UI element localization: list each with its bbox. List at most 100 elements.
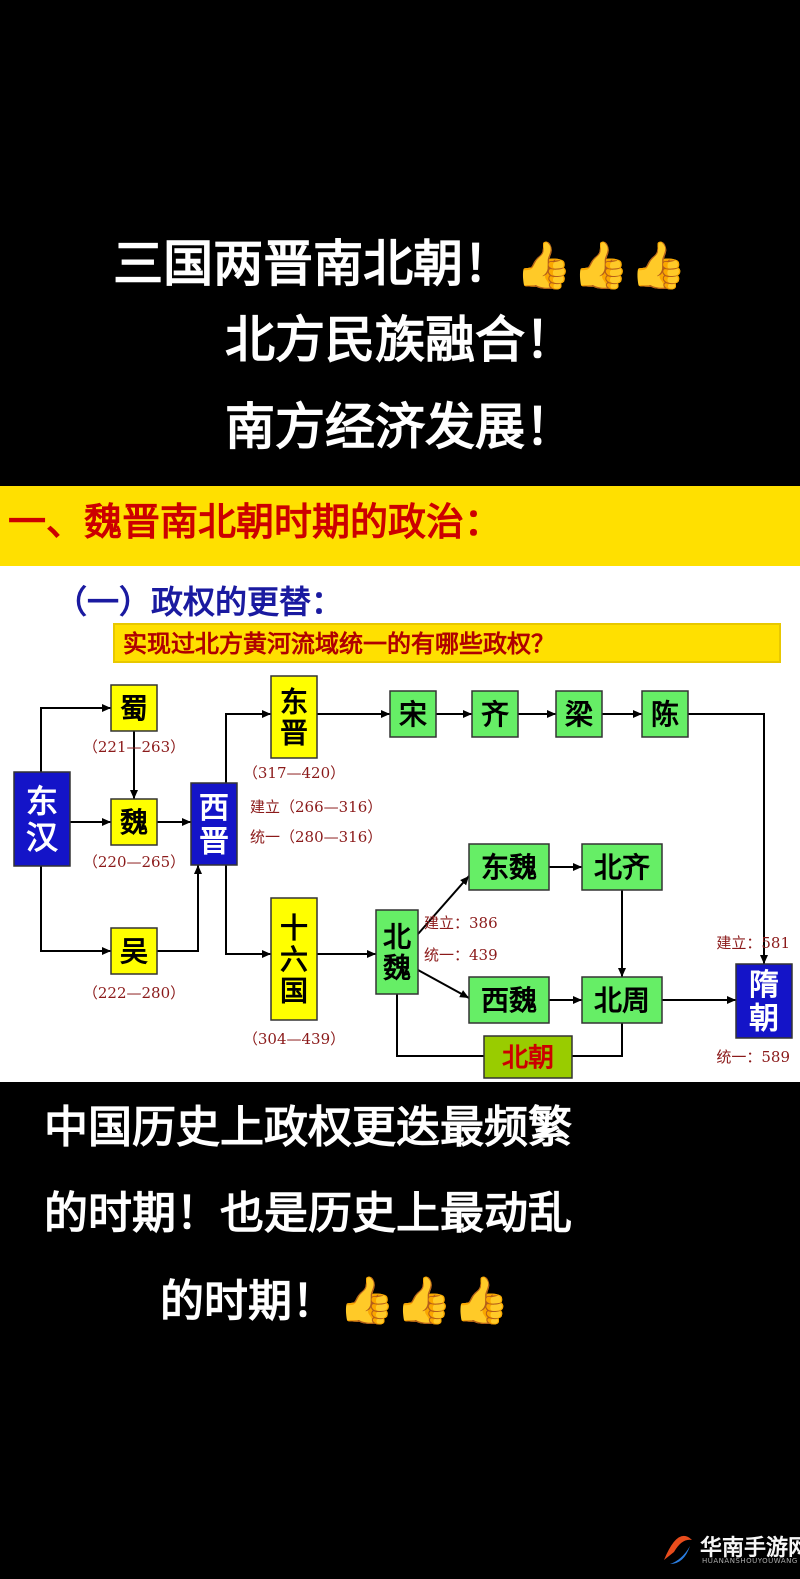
- node-song-box: [389, 690, 437, 738]
- node-liang-box: [555, 690, 603, 738]
- node-xijin-box: [190, 782, 238, 866]
- bottom-line-1: 中国历史上政权更迭最频繁: [44, 1102, 572, 1153]
- watermark-name: 华南手游网: [700, 1536, 800, 1561]
- section-band: 一、魏晋南北朝时期的政治：: [0, 486, 800, 566]
- watermark-url: HUANANSHOUYOUWANG: [702, 1557, 798, 1565]
- date-shiliuguo: （304—439）: [243, 1030, 345, 1048]
- node-dongwei: 东魏: [468, 843, 550, 891]
- headline-line-1: 三国两晋南北朝！👍👍👍: [0, 234, 800, 295]
- node-shu: 蜀: [110, 684, 158, 732]
- bottom-line-3: 的时期！👍👍👍: [0, 1268, 800, 1334]
- date-wu: （222—280）: [83, 984, 185, 1002]
- node-dongjin-char: 晋: [280, 717, 308, 750]
- node-donghan-char: 东: [26, 783, 58, 821]
- node-sui-char: 朝: [749, 1002, 779, 1037]
- date-beiwei-found: 建立：386: [424, 914, 498, 932]
- date-xijin-unify: 统一（280—316）: [250, 828, 382, 846]
- node-beizhou-box: [581, 976, 663, 1024]
- node-sui-char: 隋: [749, 968, 779, 1003]
- connector-donghan-to-shu: [40, 704, 111, 772]
- date-xijin-found: 建立（266—316）: [250, 798, 382, 816]
- bottom-text-3: 的时期！: [160, 1276, 336, 1327]
- watermark-logo-icon: [664, 1535, 692, 1564]
- connector-beiwei-to-xiwei: [417, 969, 470, 999]
- node-shiliuguo-char: 国: [280, 974, 308, 1007]
- date-beiwei-unify: 统一：439: [424, 946, 498, 964]
- node-shiliuguo-char: 十: [280, 912, 308, 945]
- section-heading: 一、魏晋南北朝时期的政治：: [8, 500, 503, 544]
- node-chen-box: [641, 690, 689, 738]
- connector-xijin-to-shiliuguo: [225, 865, 271, 958]
- node-beizhou: 北周: [581, 976, 663, 1024]
- node-shu-box: [110, 684, 158, 732]
- node-chen-label: 陈: [651, 698, 679, 731]
- node-shiliuguo-box: [270, 897, 318, 1021]
- headline-line-2: 北方民族融合！: [225, 311, 575, 369]
- sub-heading: （一）政权的更替：: [55, 583, 344, 621]
- node-xiwei-label: 西魏: [481, 984, 537, 1017]
- node-xiwei: 西魏: [468, 976, 550, 1024]
- connector-beiwei-to-dongwei: [417, 875, 470, 935]
- node-beichao-label: 北朝: [502, 1042, 554, 1073]
- node-sui: 隋朝: [735, 963, 793, 1039]
- node-beichao-box: [483, 1035, 573, 1079]
- node-beiwei-char: 魏: [383, 952, 411, 985]
- node-dongjin-char: 东: [280, 685, 308, 718]
- node-wei-box: [110, 798, 158, 846]
- node-beiqi: 北齐: [581, 843, 663, 891]
- node-beiqi-box: [581, 843, 663, 891]
- node-donghan-char: 汉: [26, 818, 59, 856]
- node-qi-label: 齐: [481, 698, 510, 731]
- node-song: 宋: [389, 690, 437, 738]
- node-sui-box: [735, 963, 793, 1039]
- node-shiliuguo: 十六国: [270, 897, 318, 1021]
- node-liang-label: 梁: [564, 698, 593, 731]
- connector-xijin-to-dongjin: [225, 710, 271, 783]
- thumbs-up-icon: 👍👍👍: [338, 1273, 510, 1327]
- node-dongwei-label: 东魏: [481, 851, 537, 884]
- node-xiwei-box: [468, 976, 550, 1024]
- node-beiwei-box: [375, 909, 419, 995]
- node-qi-box: [471, 690, 519, 738]
- headline-line-3: 南方经济发展！: [225, 398, 575, 456]
- node-beiwei-char: 北: [383, 920, 411, 953]
- date-wei: （220—265）: [83, 853, 185, 871]
- thumbs-up-icon: 👍👍👍: [515, 238, 687, 292]
- node-wu: 吴: [110, 927, 158, 975]
- node-beiwei: 北魏: [375, 909, 419, 995]
- node-beichao: 北朝: [483, 1035, 573, 1079]
- node-wei-label: 魏: [120, 806, 148, 839]
- node-beizhou-label: 北周: [594, 984, 650, 1017]
- connector-wu-to-xijin: [157, 865, 202, 952]
- connector-chen-to-sui: [688, 713, 768, 964]
- node-shiliuguo-char: 六: [280, 943, 308, 976]
- connector-donghan-to-wu: [40, 866, 111, 955]
- connector-beichao-bracket: [396, 994, 484, 1057]
- node-donghan: 东汉: [13, 771, 71, 867]
- node-shu-label: 蜀: [120, 692, 148, 725]
- node-xijin-char: 西: [199, 791, 229, 826]
- node-dongjin-box: [270, 675, 318, 759]
- node-dongjin: 东晋: [270, 675, 318, 759]
- node-song-label: 宋: [399, 698, 427, 731]
- question-box: 实现过北方黄河流域统一的有哪些政权？: [113, 623, 781, 663]
- node-qi: 齐: [471, 690, 519, 738]
- node-dongwei-box: [468, 843, 550, 891]
- connector-beichao-bracket-right: [572, 1023, 623, 1057]
- watermark: 华南手游网 HUANANSHOUYOUWANG: [660, 1528, 800, 1572]
- node-chen: 陈: [641, 690, 689, 738]
- date-shu: （221—263）: [83, 738, 185, 756]
- headline-text-1: 三国两晋南北朝！: [113, 235, 514, 293]
- node-xijin-char: 晋: [199, 825, 229, 860]
- node-liang: 梁: [555, 690, 603, 738]
- node-beiqi-label: 北齐: [594, 851, 651, 884]
- node-donghan-box: [13, 771, 71, 867]
- date-sui-found: 建立：581: [716, 934, 790, 952]
- date-sui-unify: 统一：589: [716, 1048, 790, 1066]
- date-dongjin: （317—420）: [243, 764, 345, 782]
- node-xijin: 西晋: [190, 782, 238, 866]
- regime-succession-diagram: 东汉蜀魏吴西晋东晋十六国宋齐梁陈北魏东魏北齐西魏北周隋朝北朝 （221—263）…: [13, 675, 793, 1079]
- history-slide: 一、魏晋南北朝时期的政治： （一）政权的更替： 实现过北方黄河流域统一的有哪些政…: [0, 486, 800, 1082]
- node-wu-box: [110, 927, 158, 975]
- bottom-line-2: 的时期！也是历史上最动乱: [44, 1188, 572, 1239]
